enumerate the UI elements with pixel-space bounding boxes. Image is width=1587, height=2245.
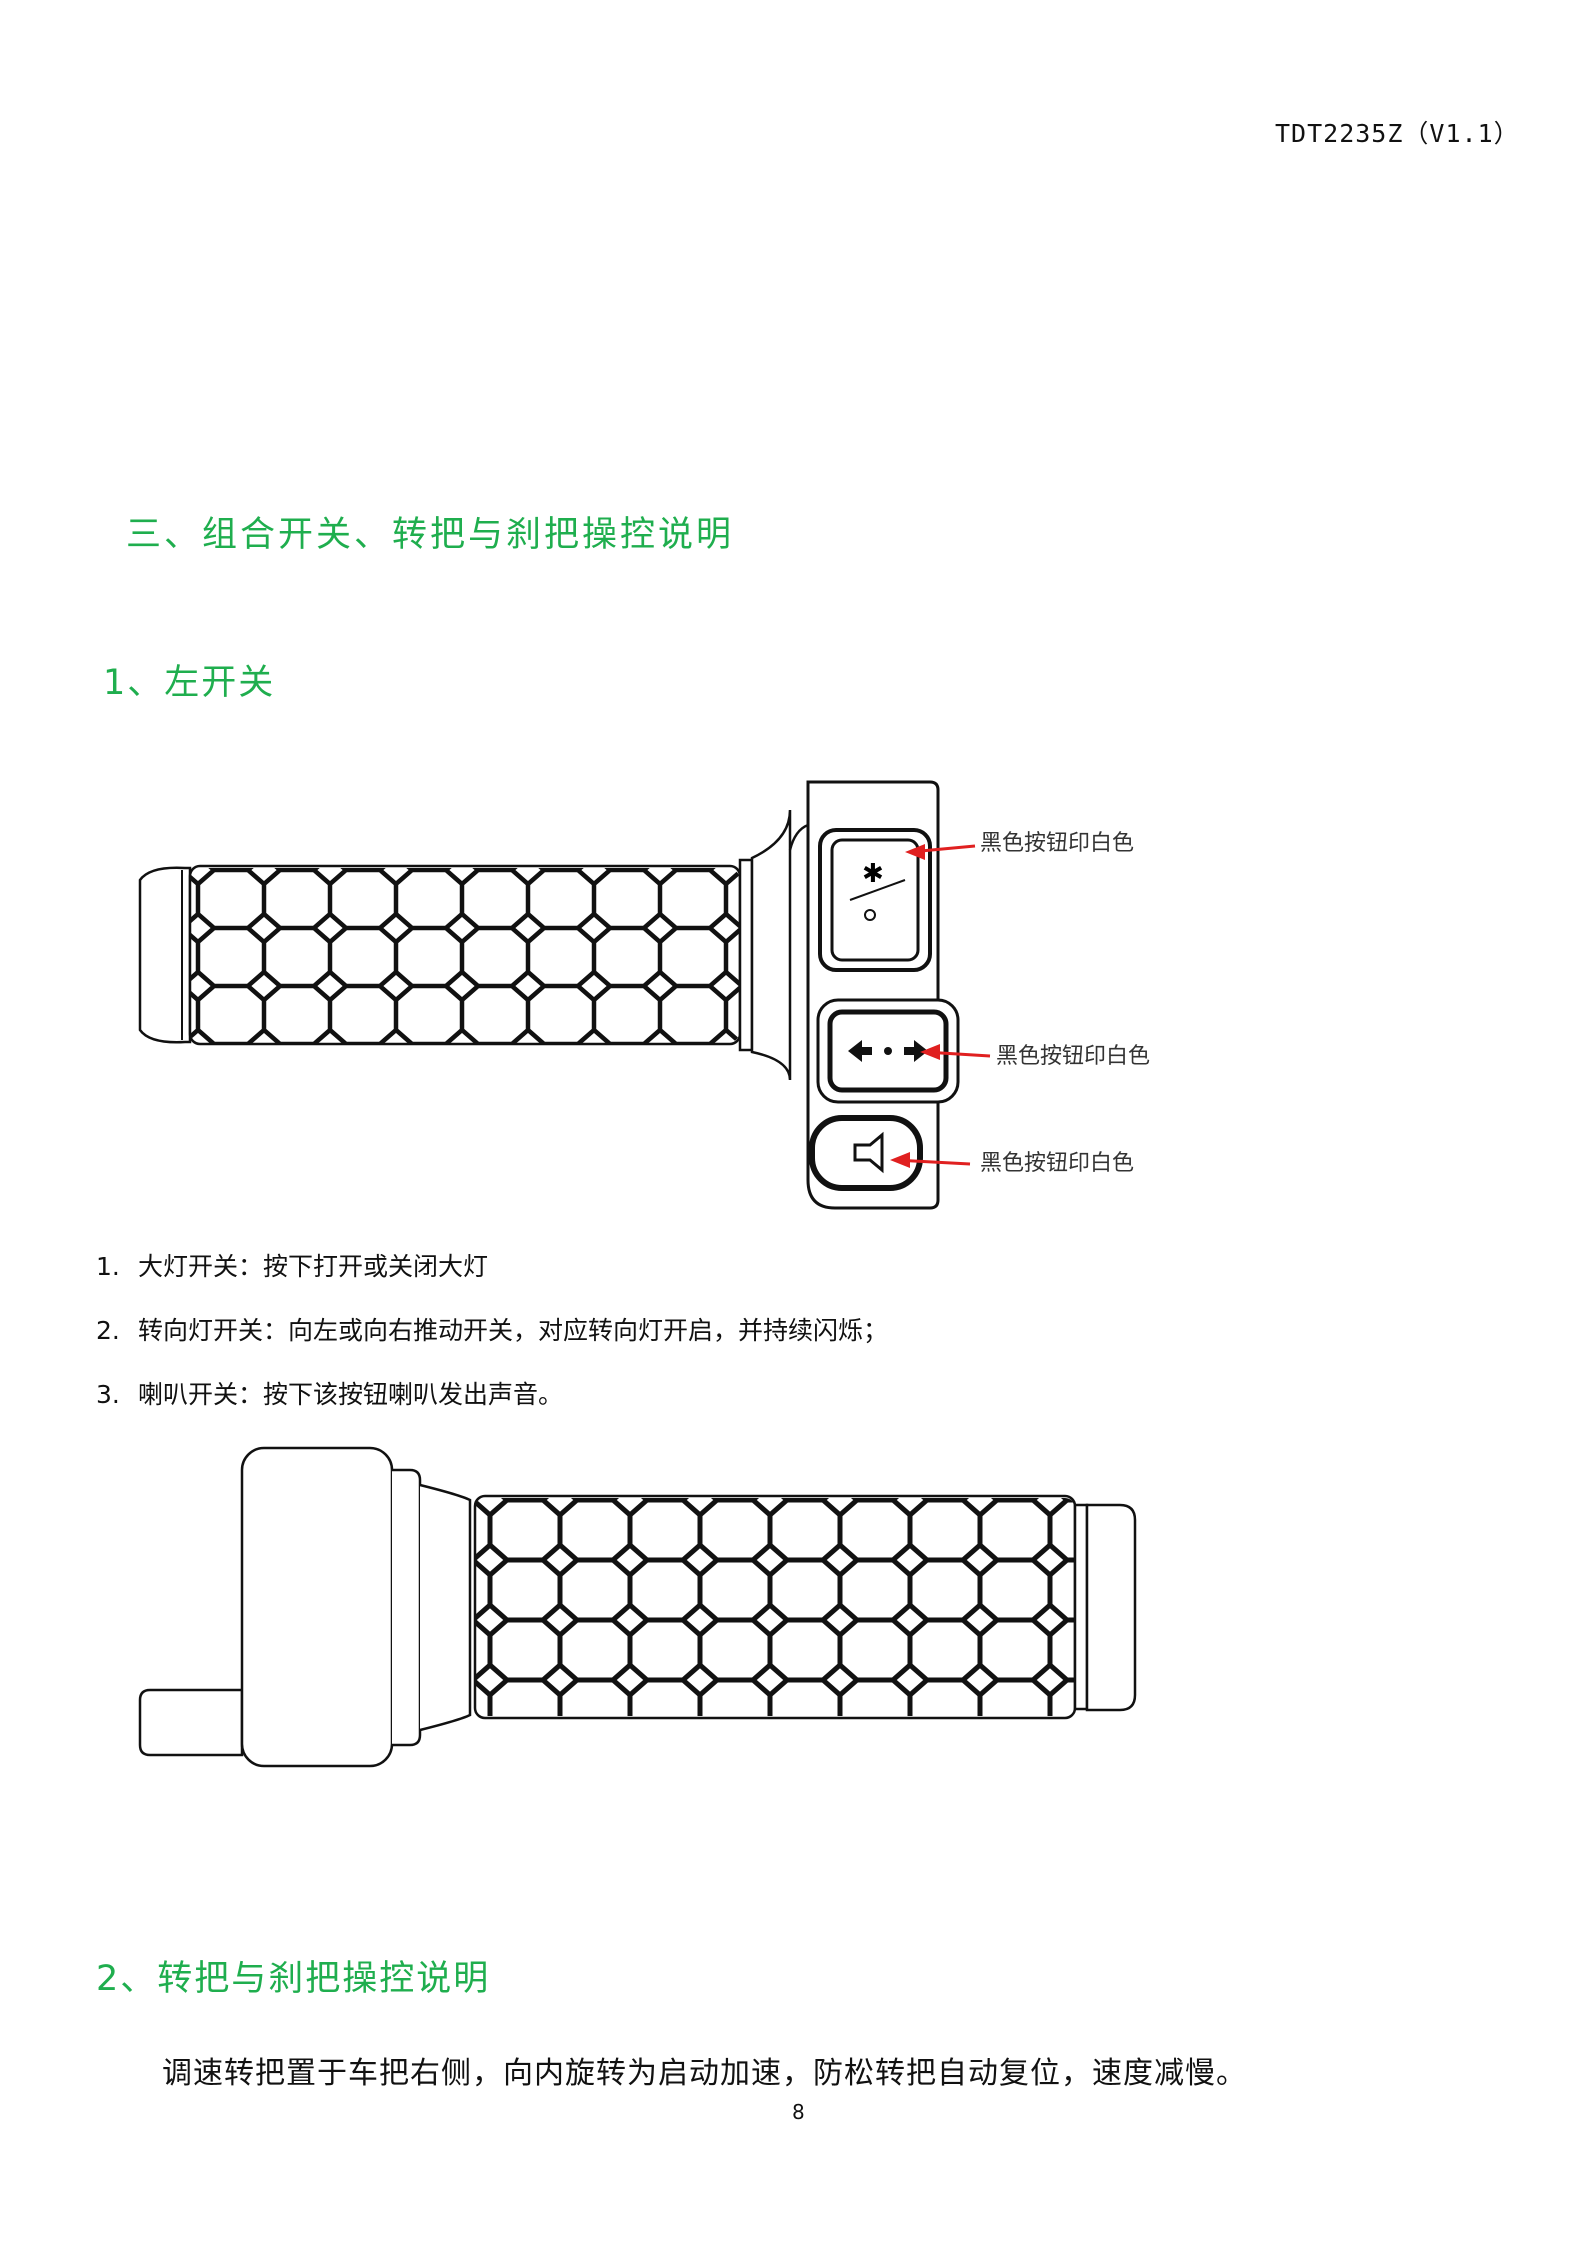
list-item: 2. 转向灯开关：向左或向右推动开关，对应转向灯开启，并持续闪烁； bbox=[96, 1299, 888, 1363]
function-list: 1. 大灯开关：按下打开或关闭大灯 2. 转向灯开关：向左或向右推动开关，对应转向灯… bbox=[96, 1235, 888, 1427]
list-item-text: 大灯开关：按下打开或关闭大灯 bbox=[138, 1252, 489, 1281]
list-item-number: 1. bbox=[96, 1252, 120, 1281]
section-title: 三、组合开关、转把与刹把操控说明 bbox=[126, 515, 735, 555]
headlight-icon: ✱ bbox=[849, 859, 906, 921]
callout-label-turn-signal: 黑色按钮印白色 bbox=[996, 1044, 1150, 1069]
left-switch-figure: ✱ 黑色按钮印白色 黑色按钮印白色 黑色按钮印白色 bbox=[138, 780, 1150, 1210]
callout-label-horn: 黑色按钮印白色 bbox=[980, 1151, 1134, 1176]
list-item-text: 转向灯开关：向左或向右推动开关，对应转向灯开启，并持续闪烁； bbox=[138, 1316, 889, 1345]
subsection-title-throttle: 2、转把与刹把操控说明 bbox=[96, 1959, 491, 1999]
list-item-number: 2. bbox=[96, 1316, 120, 1345]
page-number: 8 bbox=[792, 2100, 805, 2124]
list-item-number: 3. bbox=[96, 1380, 120, 1409]
list-item: 1. 大灯开关：按下打开或关闭大灯 bbox=[96, 1235, 888, 1299]
horn-icon bbox=[853, 1131, 884, 1174]
document-id: TDT2235Z（V1.1） bbox=[1275, 119, 1520, 148]
svg-text:✱: ✱ bbox=[862, 859, 884, 889]
turn-signal-icon bbox=[848, 1040, 928, 1062]
throttle-description: 调速转把置于车把右侧，向内旋转为启动加速，防松转把自动复位，速度减慢。 bbox=[162, 2056, 1247, 2091]
subsection-title-left-switch: 1、左开关 bbox=[103, 663, 276, 703]
list-item-text: 喇叭开关：按下该按钮喇叭发出声音。 bbox=[138, 1380, 564, 1409]
list-item: 3. 喇叭开关：按下该按钮喇叭发出声音。 bbox=[96, 1363, 888, 1427]
callout-label-headlight: 黑色按钮印白色 bbox=[980, 831, 1134, 856]
